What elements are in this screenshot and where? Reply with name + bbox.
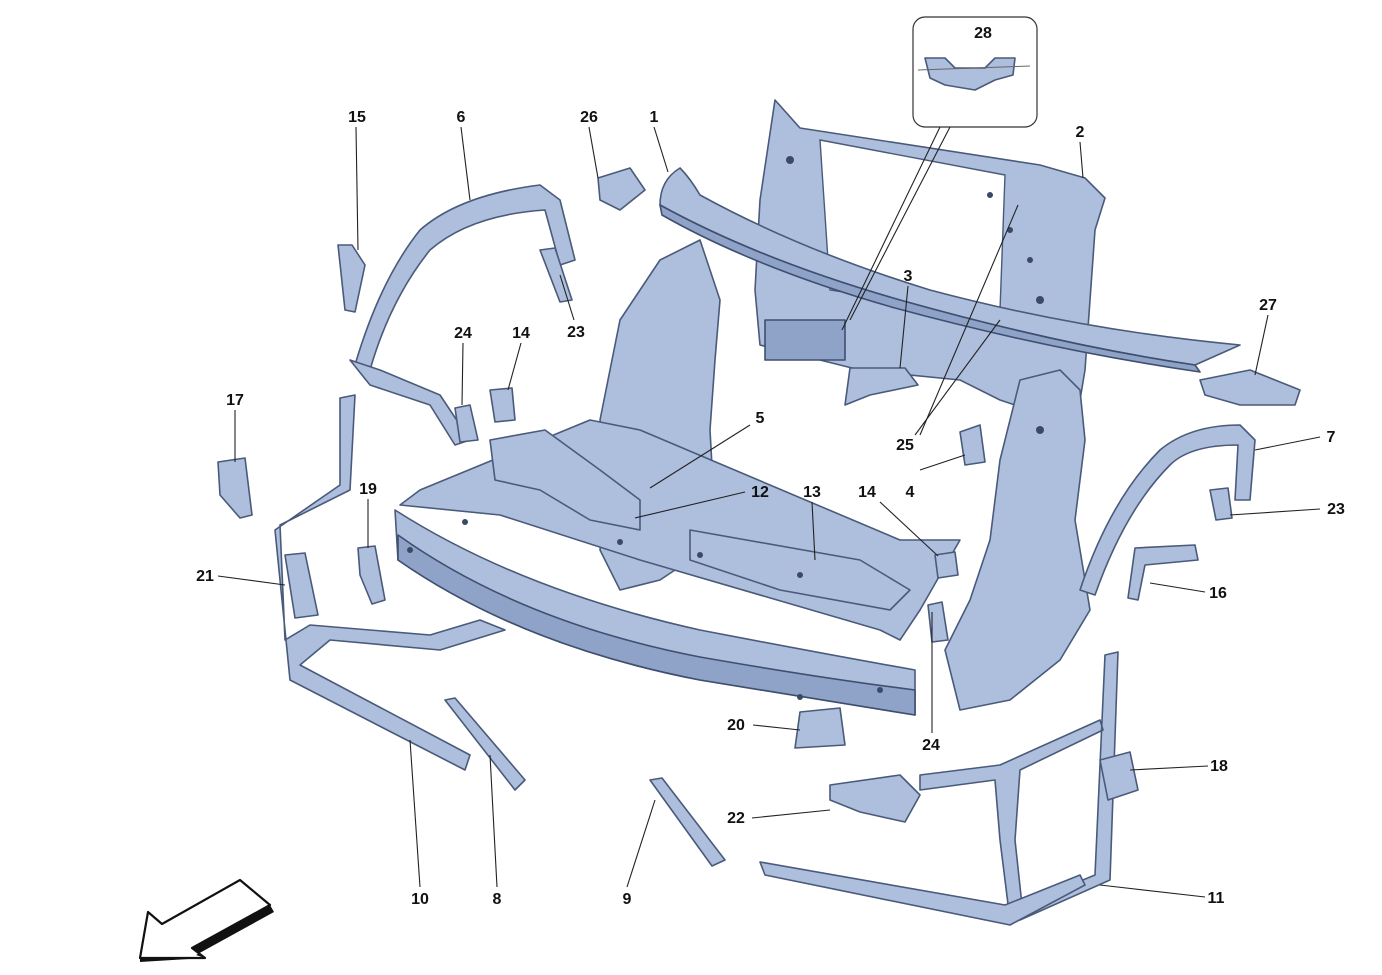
callout-14-right: 14 bbox=[858, 484, 876, 501]
part-3-bracket bbox=[844, 367, 919, 406]
callout-labels: 28 15 6 26 1 2 3 27 23 24 14 17 5 25 7 4… bbox=[196, 25, 1345, 908]
main-front-frame bbox=[394, 239, 1091, 716]
part-9-strip bbox=[649, 777, 726, 867]
callout-16: 16 bbox=[1209, 585, 1227, 602]
arrow-down-left-icon bbox=[138, 878, 274, 962]
callout-3: 3 bbox=[904, 268, 913, 285]
callout-25: 25 bbox=[896, 437, 914, 454]
callout-20: 20 bbox=[727, 717, 745, 734]
inset-detail-28 bbox=[912, 16, 1038, 128]
callout-13: 13 bbox=[803, 484, 821, 501]
callout-23-right: 23 bbox=[1327, 501, 1345, 518]
part-15-bracket bbox=[337, 244, 366, 313]
part-27-bracket bbox=[1199, 369, 1301, 406]
part-19-bracket bbox=[357, 545, 386, 605]
callout-6: 6 bbox=[457, 109, 466, 126]
part-22-bracket bbox=[829, 774, 921, 823]
callout-5: 5 bbox=[756, 410, 765, 427]
callout-10: 10 bbox=[411, 891, 429, 908]
callout-24-right: 24 bbox=[922, 737, 940, 754]
part-14-left-bracket bbox=[489, 387, 516, 423]
callout-21: 21 bbox=[196, 568, 214, 585]
callout-26: 26 bbox=[580, 109, 598, 126]
part-26-bracket bbox=[597, 167, 646, 211]
callout-23-left: 23 bbox=[567, 324, 585, 341]
part-1-upper-crossbeam bbox=[659, 167, 1241, 373]
callout-27: 27 bbox=[1259, 297, 1277, 314]
callout-8: 8 bbox=[493, 891, 502, 908]
part-17-bracket bbox=[217, 457, 253, 519]
part-18-bracket bbox=[1099, 751, 1139, 801]
part-10-lower-left-frame bbox=[274, 394, 506, 771]
callout-18: 18 bbox=[1210, 758, 1228, 775]
callout-7: 7 bbox=[1327, 429, 1336, 446]
callout-15: 15 bbox=[348, 109, 366, 126]
small-brackets bbox=[217, 167, 1301, 867]
callout-11: 11 bbox=[1208, 890, 1225, 907]
part-24-right-bracket bbox=[927, 601, 949, 643]
callout-1: 1 bbox=[650, 109, 659, 126]
part-14-right-bracket bbox=[934, 551, 959, 579]
callout-22: 22 bbox=[727, 810, 745, 827]
callout-12: 12 bbox=[751, 484, 769, 501]
callout-9: 9 bbox=[623, 891, 632, 908]
part-16-bracket bbox=[1127, 544, 1199, 601]
part-20-bracket bbox=[794, 707, 846, 749]
callout-28: 28 bbox=[974, 25, 992, 42]
callout-14-left: 14 bbox=[512, 325, 530, 342]
callout-17: 17 bbox=[226, 392, 244, 409]
callout-2: 2 bbox=[1076, 124, 1085, 141]
part-4-bracket bbox=[959, 424, 986, 466]
callout-4: 4 bbox=[906, 484, 915, 501]
part-21-bracket bbox=[284, 552, 319, 619]
part-11-lower-right-frame bbox=[759, 651, 1119, 926]
callout-19: 19 bbox=[359, 481, 377, 498]
part-7-right-arch bbox=[1079, 424, 1256, 596]
part-8-strip bbox=[444, 697, 526, 791]
part-24-left-bracket bbox=[454, 404, 479, 443]
part-23-right-bracket bbox=[1209, 487, 1233, 521]
callout-24-left: 24 bbox=[454, 325, 472, 342]
leader-lines bbox=[217, 126, 1321, 898]
